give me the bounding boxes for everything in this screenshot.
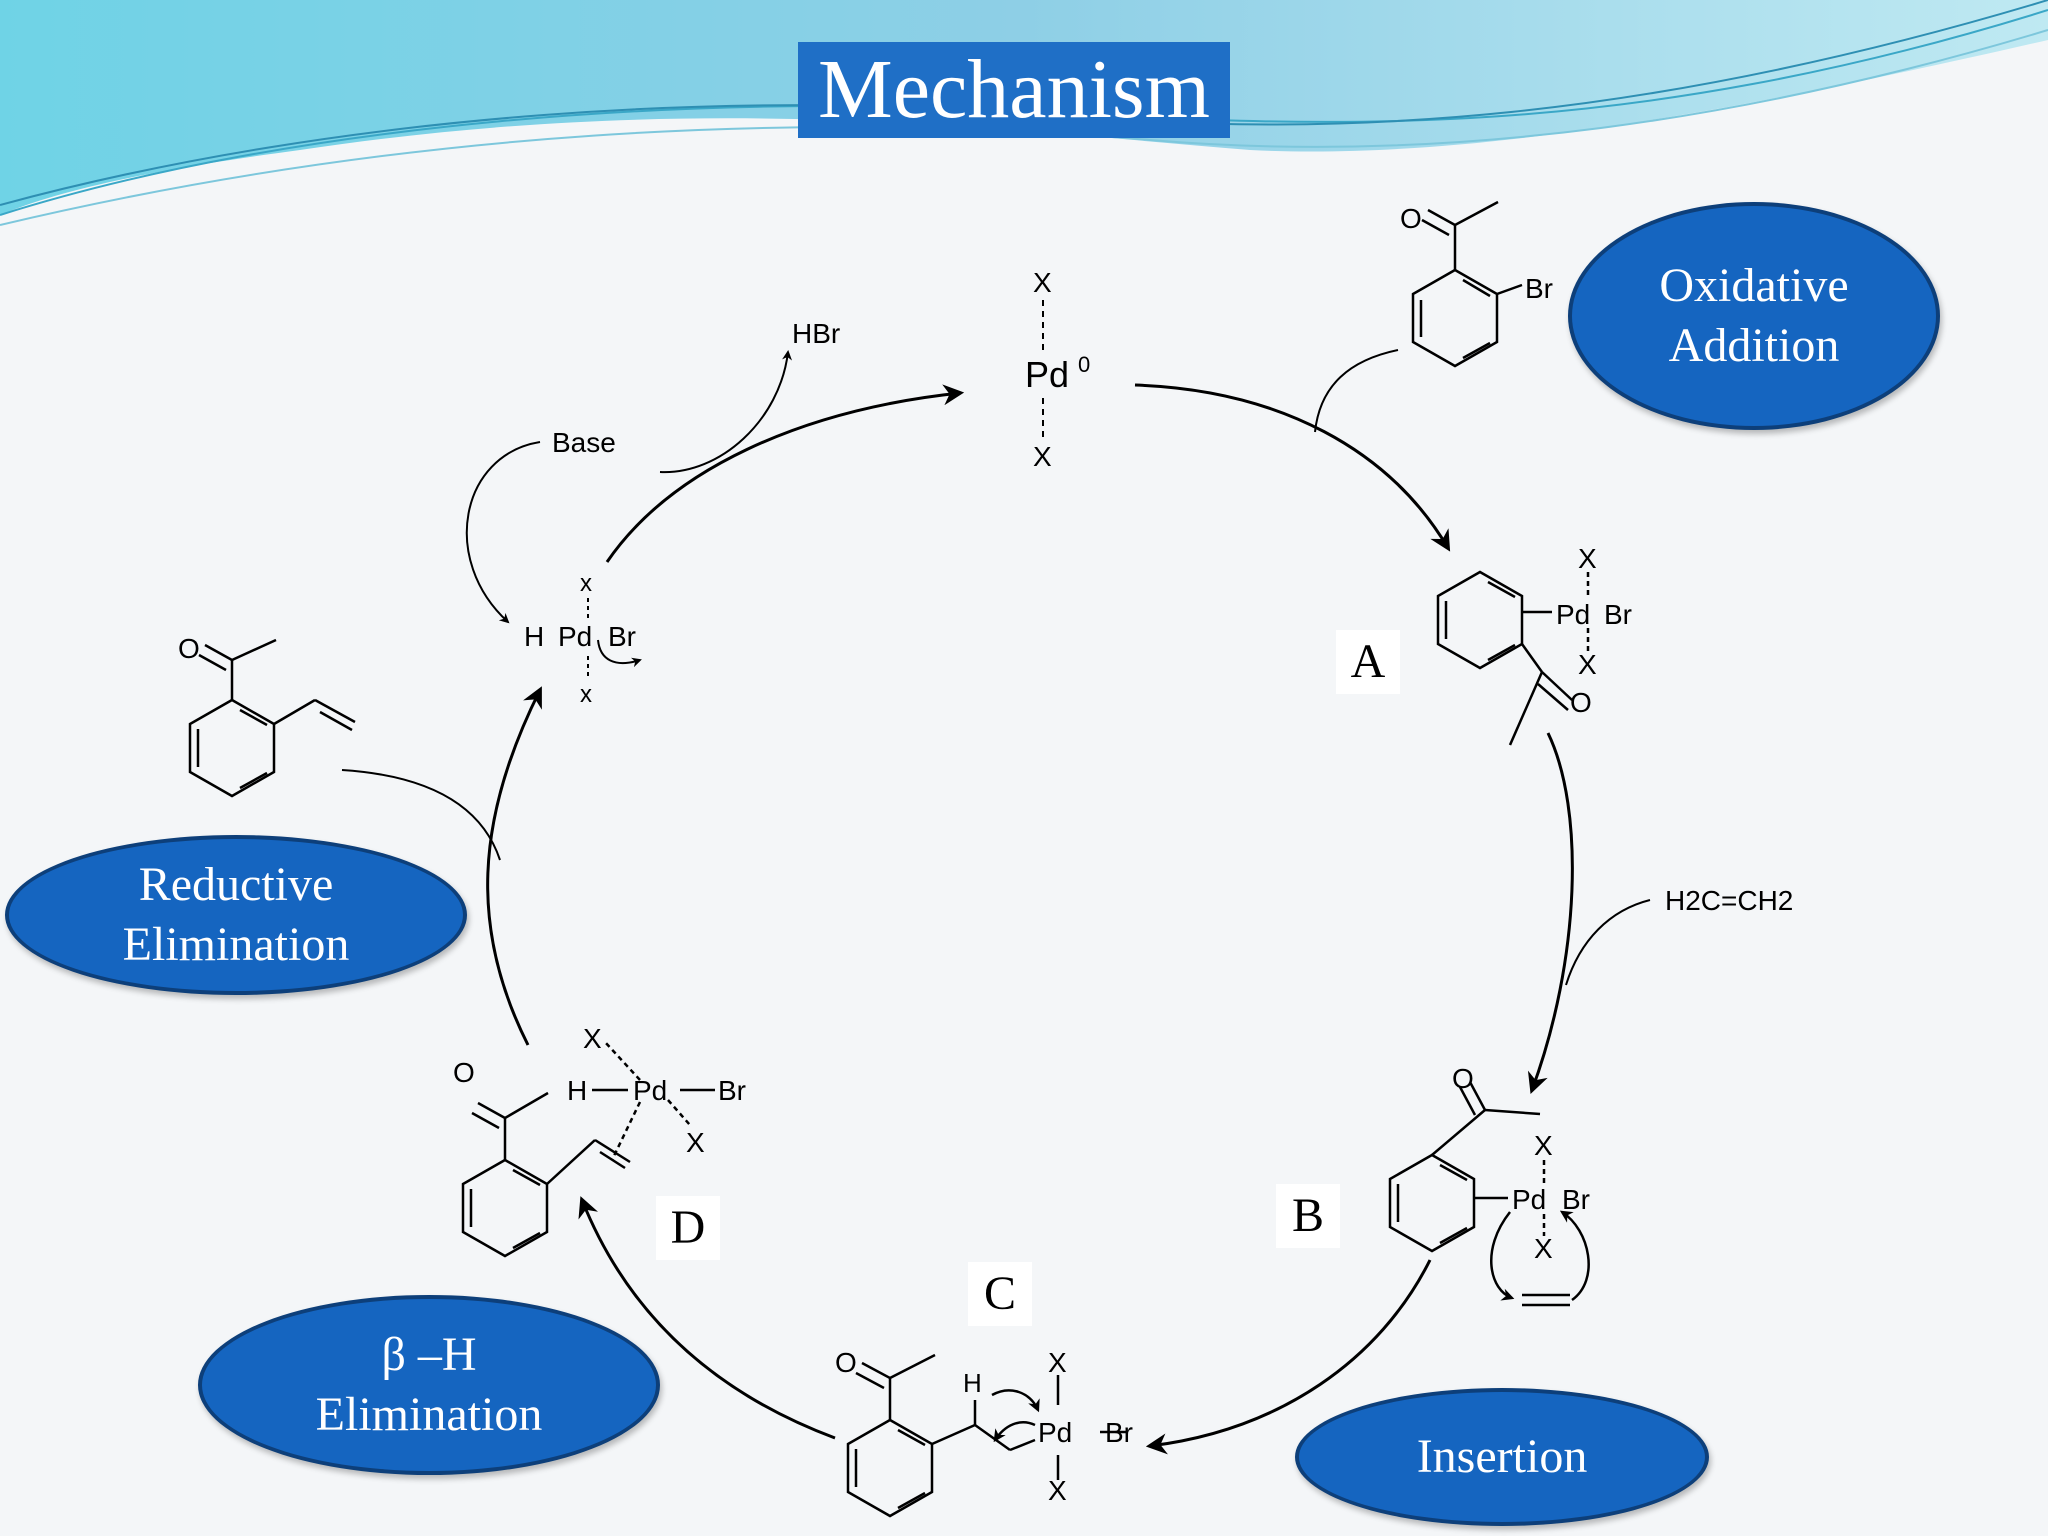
arrow-c-to-d [578, 1196, 836, 1440]
aryl-bromide-oxygen: O [1400, 203, 1422, 234]
d-pd: Pd [633, 1075, 667, 1106]
reductive-elimination-line2: Elimination [122, 918, 350, 971]
b-br: Br [1562, 1184, 1590, 1215]
c-br: Br [1105, 1417, 1133, 1448]
reductive-elimination-line1: Reductive [138, 858, 334, 911]
c-ligand-bottom: X [1048, 1475, 1067, 1506]
b-pd: Pd [1512, 1184, 1546, 1215]
intermediate-d-structure [461, 1041, 715, 1258]
intermediate-b-label: B [1276, 1184, 1340, 1248]
arrow-b-to-c [1145, 1259, 1432, 1455]
c-pd: Pd [1038, 1417, 1072, 1448]
step-oxidative-addition: Oxidative Addition [1568, 202, 1940, 430]
ethylene-label: H2C=CH2 [1665, 885, 1793, 916]
a-ligand-bottom: X [1578, 649, 1597, 680]
a-ligand-top: X [1578, 543, 1597, 574]
step-reductive-elimination: Reductive Elimination [5, 835, 467, 995]
a-oxygen: O [1570, 687, 1592, 718]
ethylene-joins [1565, 899, 1651, 986]
hbr-label: HBr [792, 318, 840, 349]
d-oxygen: O [453, 1057, 475, 1088]
intermediate-a-structure [1436, 570, 1590, 746]
intermediate-c-label: C [968, 1262, 1032, 1326]
svg-text:X: X [1033, 267, 1052, 298]
aryl-bromide [1411, 200, 1523, 368]
arrow-hpdbr-to-pd0 [605, 384, 965, 563]
intermediate-d-label: D [656, 1196, 720, 1260]
svg-text:x: x [580, 681, 592, 708]
c-ligand-top: X [1048, 1347, 1067, 1378]
product-leaves [341, 769, 501, 861]
svg-text:Br: Br [608, 621, 636, 652]
step-insertion: Insertion [1295, 1388, 1709, 1526]
slide-title: Mechanism [798, 42, 1230, 138]
intermediate-b-structure [1388, 1081, 1590, 1307]
svg-text:X: X [1033, 441, 1052, 472]
side-arrows [341, 349, 1651, 986]
a-br: Br [1604, 599, 1632, 630]
d-br: Br [718, 1075, 746, 1106]
a-pd: Pd [1556, 599, 1590, 630]
arrow-a-to-b [1527, 732, 1574, 1094]
product-structure [188, 638, 356, 798]
svg-text:0: 0 [1078, 352, 1090, 377]
b-ligand-top: X [1534, 1130, 1553, 1161]
aryl-bromide-joins [1314, 349, 1399, 433]
d-hydrogen: H [567, 1075, 587, 1106]
svg-text:Pd: Pd [558, 621, 592, 652]
d-ligand-top: X [583, 1023, 602, 1054]
product-oxygen: O [178, 633, 200, 664]
base-label: Base [552, 427, 616, 458]
intermediate-a-label: A [1336, 630, 1400, 694]
beta-h-line1: β –H [381, 1328, 477, 1381]
cycle-arrows [486, 383, 1574, 1455]
arrow-d-to-hpdbr [486, 686, 542, 1046]
svg-text:x: x [580, 570, 592, 597]
beta-h-line2: Elimination [315, 1388, 543, 1441]
hbr-arrow [659, 350, 793, 474]
insertion-label: Insertion [1416, 1430, 1588, 1483]
svg-text:Pd: Pd [1025, 354, 1069, 395]
svg-text:H: H [524, 621, 544, 652]
step-beta-h-elimination: β –H Elimination [198, 1295, 660, 1475]
d-ligand-bottom: X [686, 1127, 705, 1158]
oxidative-addition-line1: Oxidative [1659, 259, 1849, 312]
hpdbr-species: x H Pd Br x [524, 570, 642, 708]
intermediate-c-structure [846, 1353, 1128, 1518]
b-oxygen: O [1452, 1063, 1474, 1094]
pd0-catalyst: X Pd 0 X [1025, 267, 1090, 472]
oxidative-addition-line2: Addition [1668, 319, 1840, 372]
c-oxygen: O [835, 1347, 857, 1378]
aryl-bromide-br: Br [1525, 273, 1553, 304]
arrow-to-a [1134, 383, 1451, 552]
b-ligand-bottom: X [1534, 1233, 1553, 1264]
base-arrow [465, 441, 541, 624]
c-hydrogen: H [963, 1368, 982, 1398]
